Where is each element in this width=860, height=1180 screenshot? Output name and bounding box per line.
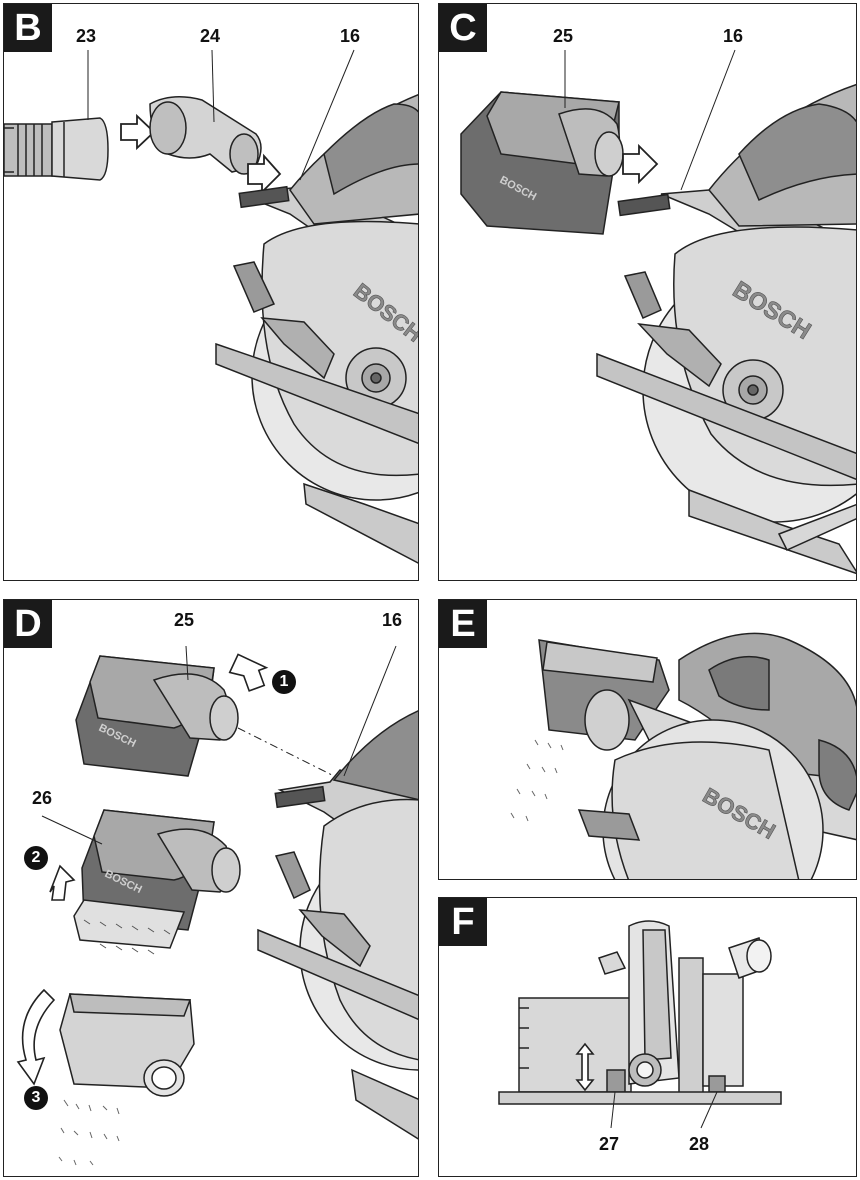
callout-26: 26 (32, 788, 53, 808)
figure-panel-f: F 27 28 (438, 897, 857, 1177)
circular-saw (596, 83, 856, 575)
step-3-rotate-arrow (16, 988, 56, 1086)
adjust-arrow (575, 1042, 595, 1092)
callout-16: 16 (723, 26, 744, 46)
dust-box-closed (75, 655, 239, 777)
circular-saw (215, 94, 418, 564)
callout-28: 28 (689, 1134, 710, 1154)
dust-particles (510, 739, 564, 822)
panel-label-c: C (439, 4, 487, 52)
callout-16: 16 (382, 610, 403, 630)
callout-23: 23 (76, 26, 97, 46)
panel-label-f: F (439, 898, 487, 946)
callout-27: 27 (599, 1134, 620, 1154)
step-1-marker: 1 (272, 670, 296, 694)
step-3-marker: 3 (24, 1086, 48, 1110)
illustration-depth-adjustment (498, 920, 782, 1129)
dust-particles (58, 1099, 120, 1166)
panel-label-e: E (439, 600, 487, 648)
panel-label-b: B (4, 4, 52, 52)
figure-panel-c: BOSCH BOSCH C 25 16 (438, 3, 857, 581)
vacuum-adapter (149, 96, 262, 175)
circular-saw (538, 632, 856, 879)
illustration-dust-extractor-connection: BOSCH (4, 49, 418, 564)
dust-box-open (59, 993, 195, 1097)
callout-25: 25 (553, 26, 574, 46)
circular-saw-rear-view (498, 920, 782, 1105)
push-arrow (247, 153, 282, 195)
illustration-dust-box-attach: BOSCH BOSCH (460, 49, 856, 575)
dust-box (460, 91, 624, 235)
callout-25: 25 (174, 610, 195, 630)
push-arrow (622, 143, 659, 185)
callout-16: 16 (340, 26, 361, 46)
illustration-saw-with-dust-box: BOSCH (510, 632, 856, 879)
vacuum-hose (4, 117, 109, 181)
panel-label-d: D (4, 600, 52, 648)
step-2-marker: 2 (24, 846, 48, 870)
circular-saw (257, 710, 418, 1140)
insert-arrow (120, 113, 156, 151)
figure-panel-b: BOSCH B 23 24 16 (3, 3, 419, 581)
callout-24: 24 (200, 26, 221, 46)
step-1-arrow (228, 653, 269, 692)
dust-box-opening (73, 809, 241, 955)
step-2-arrow (49, 864, 76, 901)
illustration-dust-box-emptying: BOSCH BOSCH (16, 645, 418, 1166)
figure-panel-e: BOSCH E (438, 599, 857, 880)
figure-panel-d: BOSCH BOSCH (3, 599, 419, 1177)
